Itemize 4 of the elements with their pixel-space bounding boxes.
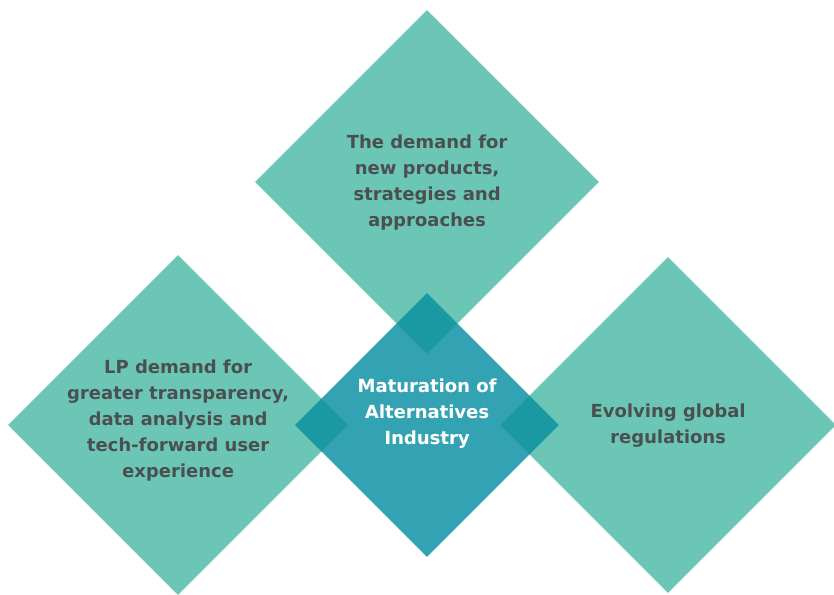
- diamond-label: The demand for new products, strategies and approaches: [346, 131, 508, 233]
- diamond-label: LP demand for greater transparency, data analysis and tech-forward user experience: [66, 356, 290, 484]
- diamond-label: Maturation of Alternatives Industry: [356, 375, 498, 451]
- diamond-label: Evolving global regulations: [589, 400, 747, 450]
